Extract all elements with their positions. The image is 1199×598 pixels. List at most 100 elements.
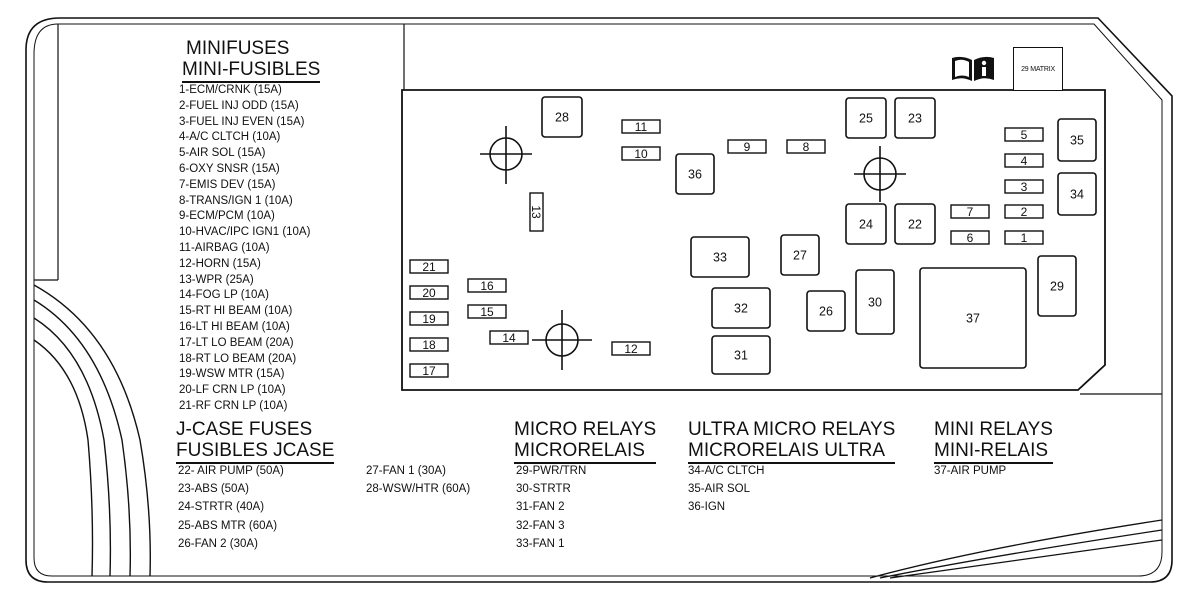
- crosshair-group: [480, 126, 906, 370]
- fuse-slot-label: 9: [744, 140, 751, 154]
- fuse-slot-14: 14: [489, 330, 529, 345]
- fuse-slot-label: 11: [635, 120, 648, 134]
- ultra-micro-relays-header-line2: MICRORELAIS ULTRA: [688, 440, 896, 464]
- fuse-slot-29: 29: [1037, 255, 1077, 317]
- micro-relay-list-item: 29-PWR/TRN: [516, 465, 587, 477]
- fuse-slot-32: 32: [711, 287, 771, 329]
- fuse-slot-25: 25: [845, 97, 887, 139]
- fuse-slot-22: 22: [894, 203, 936, 245]
- fuse-slot-rect: [1004, 153, 1044, 168]
- fuse-slot-13: 13: [529, 192, 544, 232]
- minifuse-list-item: 10-HVAC/IPC IGN1 (10A): [179, 226, 311, 239]
- fuse-slot-label: 31: [734, 349, 748, 363]
- minifuse-list-item: 1-ECM/CRNK (15A): [179, 84, 282, 96]
- minifuses-header-line2: MINI-FUSIBLES: [182, 59, 321, 83]
- matrix-label: 29 MATRIX: [1013, 47, 1063, 91]
- fuse-slot-label: 36: [688, 168, 702, 182]
- fuse-slot-rect: [855, 269, 895, 335]
- fuse-slot-rect: [611, 341, 651, 356]
- minifuse-list-item: 19-WSW MTR (15A): [179, 368, 285, 381]
- fuse-slot-24: 24: [845, 203, 887, 245]
- fuse-slot-9: 9: [727, 139, 767, 154]
- jcase-list-col1: 22- AIR PUMP (50A)23-ABS (50A)24-STRTR (…: [178, 462, 284, 553]
- minifuse-list-item: 5-AIR SOL (15A): [179, 147, 266, 160]
- fuse-slot-rect: [1037, 255, 1077, 317]
- fuse-slot-rect: [780, 234, 820, 276]
- fuse-slot-5: 5: [1004, 127, 1044, 142]
- mini-relays-header-line1: MINI RELAYS: [934, 419, 1053, 440]
- fuse-slot-rect: [1004, 230, 1044, 245]
- fuse-slot-label: 5: [1021, 128, 1028, 142]
- fuse-slot-label: 3: [1021, 180, 1028, 194]
- fuse-slot-rect: [1004, 179, 1044, 194]
- jcase-list-item: 25-ABS MTR (60A): [178, 519, 278, 532]
- minifuse-list-item: 20-LF CRN LP (10A): [179, 384, 286, 397]
- fuse-slot-label: 26: [819, 305, 833, 319]
- ultra-micro-relay-list-item: 34-A/C CLTCH: [688, 465, 765, 477]
- fuse-slot-rect: [1057, 172, 1097, 216]
- fuse-slot-6: 6: [950, 230, 990, 245]
- fuse-slot-15: 15: [467, 304, 507, 319]
- fuse-slot-rect: [711, 335, 771, 375]
- minifuse-list-item: 21-RF CRN LP (10A): [179, 399, 288, 412]
- fuse-slot-label: 13: [529, 205, 543, 219]
- minifuses-list: 1-ECM/CRNK (15A) 2-FUEL INJ ODD (15A) 3-FU…: [179, 83, 310, 415]
- jcase-list-item: 26-FAN 2 (30A): [178, 537, 258, 550]
- fuse-slot-label: 16: [480, 279, 494, 293]
- minifuse-list-item: 12-HORN (15A): [179, 257, 261, 270]
- fuse-slot-23: 23: [894, 97, 936, 139]
- fuse-slot-rect: [467, 278, 507, 293]
- fuse-slot-27: 27: [780, 234, 820, 276]
- minifuse-list-item: 3-FUEL INJ EVEN (15A): [179, 115, 305, 128]
- mini-relays-header: MINI RELAYS MINI-RELAIS: [934, 419, 1053, 464]
- fuse-slot-rect: [711, 287, 771, 329]
- fuse-slot-20: 20: [409, 285, 449, 300]
- minifuses-header-line1: MINIFUSES: [186, 38, 290, 59]
- jcase-header: J-CASE FUSES FUSIBLES JCASE: [176, 419, 335, 464]
- fuse-slot-rect: [467, 304, 507, 319]
- fuse-slot-rect: [621, 119, 661, 134]
- minifuse-list-item: 18-RT LO BEAM (20A): [179, 352, 297, 365]
- minifuse-list-item: 8-TRANS/IGN 1 (10A): [179, 194, 293, 207]
- mini-relay-list-item: 37-AIR PUMP: [934, 465, 1007, 477]
- minifuse-list-item: 11-AIRBAG (10A): [179, 241, 270, 254]
- manual-book-icon: [950, 54, 996, 84]
- jcase-header-line2: FUSIBLES JCASE: [176, 440, 335, 464]
- fuse-slot-label: 19: [422, 312, 436, 326]
- fuse-slot-21: 21: [409, 259, 449, 274]
- jcase-list-item: 23-ABS (50A): [178, 483, 249, 496]
- fuse-slot-rect: [786, 139, 826, 154]
- fuse-slot-rect: [675, 153, 715, 195]
- fuse-slot-rect: [621, 146, 661, 161]
- fuse-slot-7: 7: [950, 204, 990, 219]
- fuse-slot-label: 27: [793, 249, 807, 263]
- manual-book-icon-graphic: [952, 56, 994, 81]
- minifuse-list-item: 14-FOG LP (10A): [179, 289, 269, 302]
- fuse-slot-rect: [845, 97, 887, 139]
- jcase-list-item: 22- AIR PUMP (50A): [178, 465, 284, 477]
- minifuse-list-item: 16-LT HI BEAM (10A): [179, 320, 290, 333]
- micro-relays-header-line2: MICRORELAIS: [514, 440, 657, 464]
- minifuse-list-item: 2-FUEL INJ ODD (15A): [179, 99, 299, 112]
- fuse-slot-label: 1: [1021, 231, 1028, 245]
- fuse-slot-label: 30: [868, 296, 882, 310]
- ultra-micro-relays-header-line1: ULTRA MICRO RELAYS: [688, 419, 896, 440]
- fuse-slot-30: 30: [855, 269, 895, 335]
- fuse-slot-label: 21: [422, 260, 436, 274]
- mini-relays-list: 37-AIR PUMP: [934, 462, 1006, 480]
- minifuses-header: MINIFUSES MINI-FUSIBLES: [182, 38, 321, 83]
- micro-relay-list-item: 33-FAN 1: [516, 537, 565, 550]
- jcase-list-item: 28-WSW/HTR (60A): [366, 483, 471, 496]
- fuse-slot-34: 34: [1057, 172, 1097, 216]
- fuse-slot-37: 37: [919, 267, 1027, 369]
- fuse-slot-label: 29: [1050, 280, 1064, 294]
- fuse-slot-label: 32: [734, 302, 748, 316]
- fuse-slot-35: 35: [1057, 118, 1097, 162]
- fuse-slot-label: 4: [1021, 154, 1028, 168]
- fuse-slot-3: 3: [1004, 179, 1044, 194]
- fuse-slot-label: 8: [803, 140, 810, 154]
